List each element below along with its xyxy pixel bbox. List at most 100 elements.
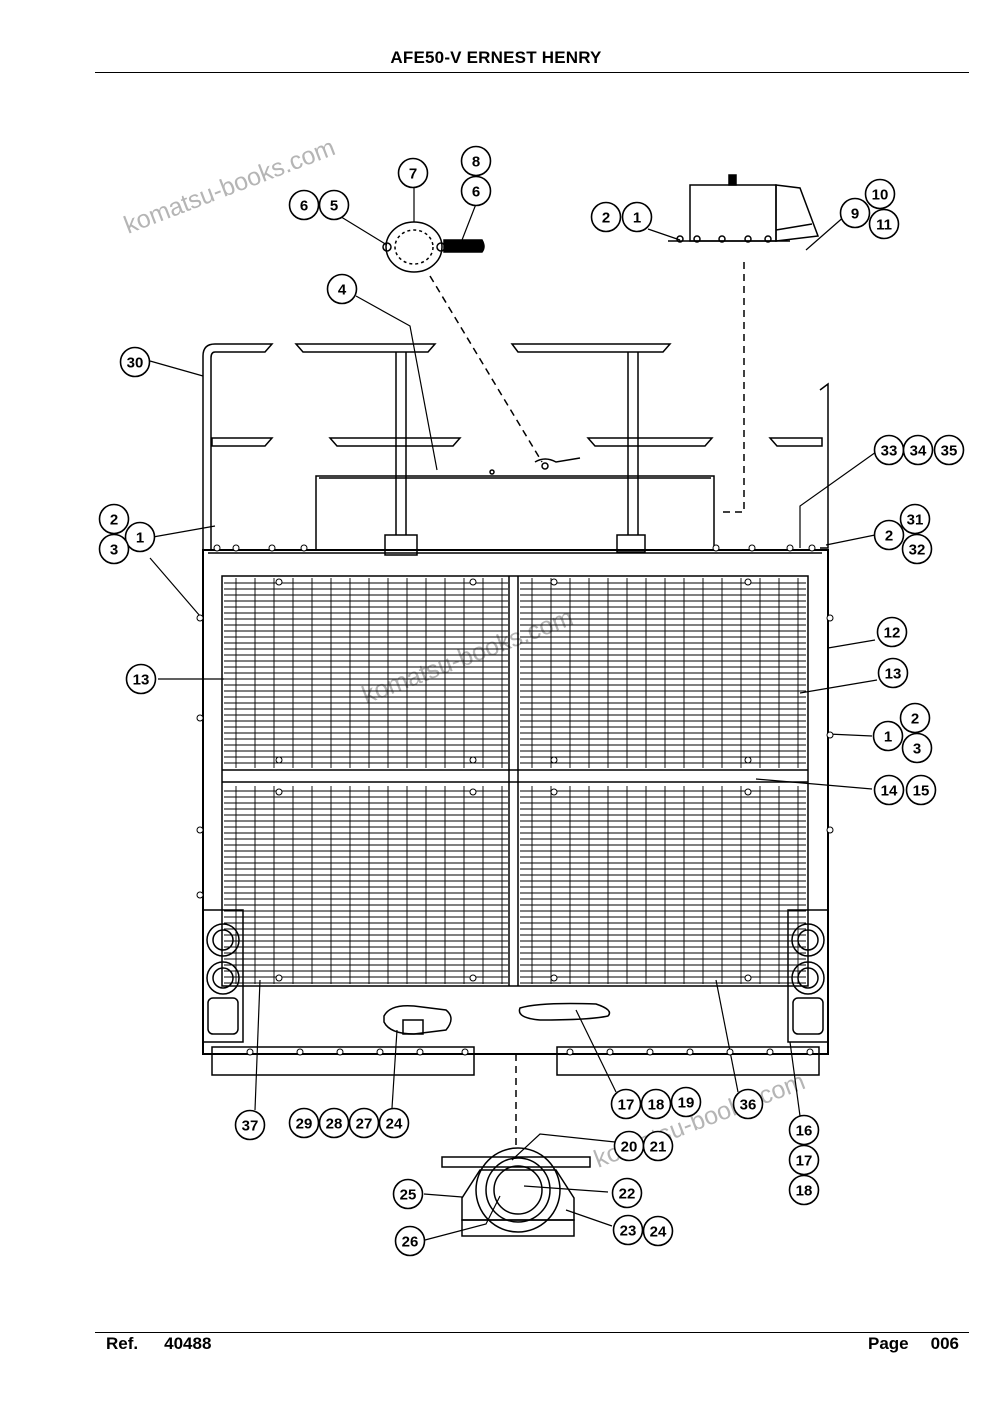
callout-label: 17 bbox=[796, 1153, 813, 1170]
callout-19: 19 bbox=[670, 1086, 702, 1118]
callout-20: 20 bbox=[613, 1130, 645, 1162]
callout-37: 37 bbox=[234, 1109, 266, 1141]
callout-10: 10 bbox=[864, 178, 896, 210]
page-number: 006 bbox=[930, 1334, 959, 1353]
callout-label: 2 bbox=[110, 512, 118, 529]
callout-label: 18 bbox=[648, 1097, 665, 1114]
callout-35: 35 bbox=[933, 434, 965, 466]
handrail bbox=[202, 343, 829, 556]
light-housing-right bbox=[787, 909, 829, 1043]
page-title: AFE50-V ERNEST HENRY bbox=[390, 48, 602, 67]
radiator-grille-mesh bbox=[224, 578, 806, 984]
callout-16: 16 bbox=[788, 1114, 820, 1146]
callout-label: 6 bbox=[472, 184, 480, 201]
callout-label: 2 bbox=[602, 210, 610, 227]
callout-label: 1 bbox=[884, 729, 892, 746]
header-rule bbox=[95, 72, 969, 73]
footer-ref: Ref.40488 bbox=[106, 1334, 211, 1354]
callout-36: 36 bbox=[732, 1088, 764, 1120]
callout-21: 21 bbox=[642, 1130, 674, 1162]
callout-7: 7 bbox=[397, 157, 429, 189]
callout-1: 1 bbox=[621, 201, 653, 233]
ref-label: Ref. bbox=[106, 1334, 139, 1353]
callout-label: 20 bbox=[621, 1139, 638, 1156]
callout-13: 13 bbox=[125, 663, 157, 695]
callout-label: 21 bbox=[650, 1139, 667, 1156]
callout-1: 1 bbox=[124, 521, 156, 553]
callout-1: 1 bbox=[872, 720, 904, 752]
bolt-heads bbox=[196, 544, 834, 1056]
bracket-housing bbox=[668, 174, 820, 243]
callout-label: 37 bbox=[242, 1118, 259, 1135]
callout-label: 27 bbox=[356, 1116, 373, 1133]
callout-label: 9 bbox=[851, 206, 859, 223]
callout-label: 13 bbox=[133, 672, 150, 689]
callout-2: 2 bbox=[590, 201, 622, 233]
callout-14: 14 bbox=[873, 774, 905, 806]
callout-label: 10 bbox=[872, 187, 889, 204]
callout-2: 2 bbox=[899, 702, 931, 734]
callout-27: 27 bbox=[348, 1107, 380, 1139]
filler-cap bbox=[382, 221, 485, 273]
callout-label: 17 bbox=[618, 1097, 635, 1114]
light-housing-left bbox=[202, 909, 244, 1043]
callout-6: 6 bbox=[460, 175, 492, 207]
bottom-fittings bbox=[383, 1002, 611, 1035]
callout-2: 2 bbox=[98, 503, 130, 535]
callout-label: 15 bbox=[913, 783, 930, 800]
callout-28: 28 bbox=[318, 1107, 350, 1139]
callout-label: 12 bbox=[884, 625, 901, 642]
callout-8: 8 bbox=[460, 145, 492, 177]
footer-rule bbox=[95, 1332, 969, 1333]
watermark-group: komatsu-books.com komatsu-books.com koma… bbox=[120, 133, 809, 1173]
callout-24: 24 bbox=[642, 1215, 674, 1247]
header-tank bbox=[315, 457, 715, 551]
assembly-dash-lines bbox=[429, 262, 745, 1150]
callout-label: 18 bbox=[796, 1183, 813, 1200]
callout-25: 25 bbox=[392, 1178, 424, 1210]
callout-17: 17 bbox=[610, 1088, 642, 1120]
callout-12: 12 bbox=[876, 616, 908, 648]
callout-18: 18 bbox=[788, 1174, 820, 1206]
callout-label: 29 bbox=[296, 1116, 313, 1133]
callout-33: 33 bbox=[873, 434, 905, 466]
callout-32: 32 bbox=[901, 533, 933, 565]
callout-31: 31 bbox=[899, 503, 931, 535]
watermark-top: komatsu-books.com bbox=[120, 133, 339, 239]
callout-label: 31 bbox=[907, 512, 924, 529]
callout-label: 23 bbox=[620, 1223, 637, 1240]
callout-29: 29 bbox=[288, 1107, 320, 1139]
callout-label: 25 bbox=[400, 1187, 417, 1204]
callout-11: 11 bbox=[868, 208, 900, 240]
callout-18: 18 bbox=[640, 1088, 672, 1120]
callout-label: 30 bbox=[127, 355, 144, 372]
callout-4: 4 bbox=[326, 273, 358, 305]
callout-label: 16 bbox=[796, 1123, 813, 1140]
callout-label: 3 bbox=[110, 542, 118, 559]
callout-label: 19 bbox=[678, 1095, 695, 1112]
callout-label: 14 bbox=[881, 783, 898, 800]
callout-label: 1 bbox=[633, 210, 641, 227]
callout-5: 5 bbox=[318, 189, 350, 221]
callout-23: 23 bbox=[612, 1214, 644, 1246]
callout-26: 26 bbox=[394, 1225, 426, 1257]
leader-lines bbox=[149, 186, 878, 1241]
callout-label: 2 bbox=[911, 711, 919, 728]
callout-label: 1 bbox=[136, 530, 144, 547]
callout-label: 35 bbox=[941, 443, 958, 460]
callout-3: 3 bbox=[98, 533, 130, 565]
callout-label: 26 bbox=[402, 1234, 419, 1251]
callout-label: 3 bbox=[913, 741, 921, 758]
callout-label: 28 bbox=[326, 1116, 343, 1133]
callout-24: 24 bbox=[378, 1107, 410, 1139]
callout-3: 3 bbox=[901, 732, 933, 764]
callout-label: 11 bbox=[876, 217, 892, 234]
callout-15: 15 bbox=[905, 774, 937, 806]
callout-22: 22 bbox=[611, 1177, 643, 1209]
callout-label: 2 bbox=[885, 528, 893, 545]
callout-13: 13 bbox=[877, 657, 909, 689]
callout-34: 34 bbox=[902, 434, 934, 466]
